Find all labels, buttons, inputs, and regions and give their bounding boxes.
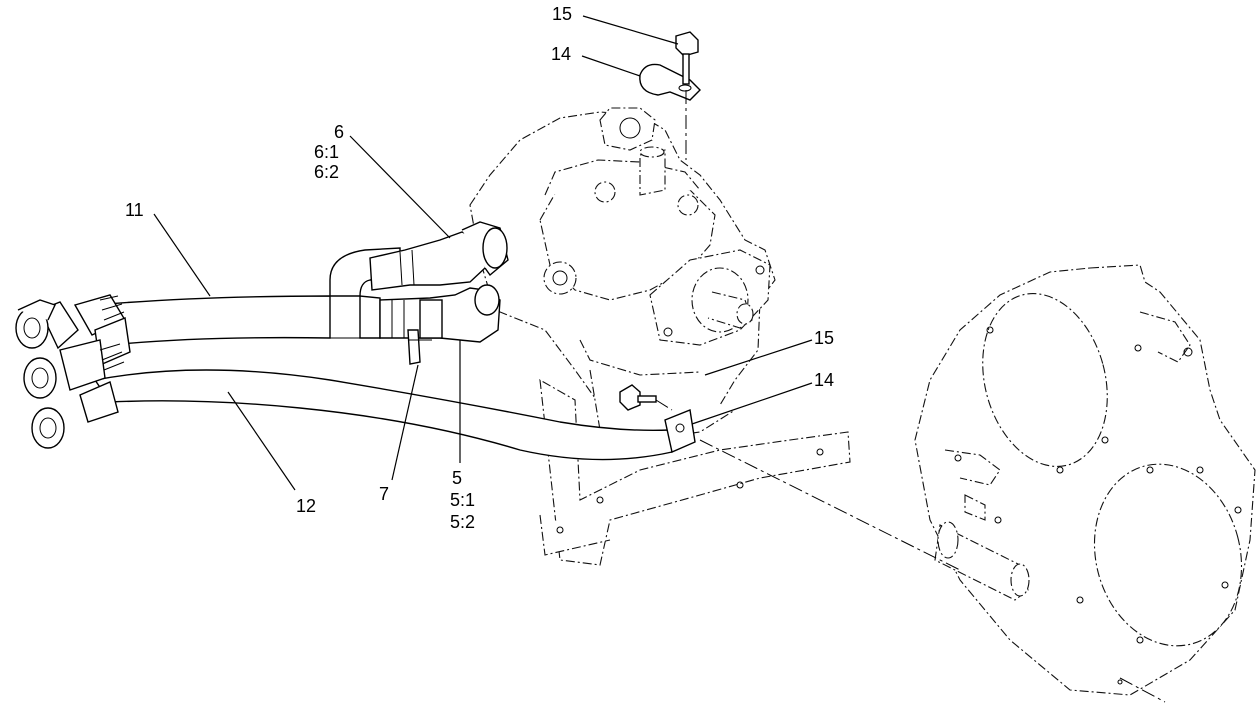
adapter-plate [914, 264, 1256, 696]
callout-5: 5 [452, 468, 462, 488]
callout-15-right: 15 [814, 328, 834, 348]
callout-5-1: 5:1 [450, 490, 475, 510]
bolt-15-top [675, 31, 699, 160]
clamp-14-right [664, 409, 696, 453]
fitting-5 [379, 284, 501, 343]
callout-5-2: 5:2 [450, 512, 475, 532]
hydraulic-pump [469, 107, 776, 441]
hose-end-fittings [15, 294, 131, 449]
callout-14-right: 14 [814, 370, 834, 390]
callout-14-top: 14 [551, 44, 571, 64]
bracket-7 [407, 329, 432, 365]
callout-6-2: 6:2 [314, 162, 339, 182]
leader-lines [153, 15, 813, 491]
callout-11: 11 [125, 200, 144, 220]
callout-12: 12 [296, 496, 316, 516]
callout-6: 6 [334, 122, 344, 142]
assembly-axis [699, 439, 961, 571]
callout-15-top: 15 [552, 4, 572, 24]
hose-11 [94, 295, 363, 346]
fitting-6 [369, 221, 509, 291]
callout-6-1: 6:1 [314, 142, 339, 162]
assembly-axis-2 [1119, 677, 1166, 703]
callout-7: 7 [379, 484, 389, 504]
clamp-14-top [639, 63, 701, 101]
mounting-bracket [539, 378, 851, 566]
bolt-15-right [619, 384, 673, 411]
